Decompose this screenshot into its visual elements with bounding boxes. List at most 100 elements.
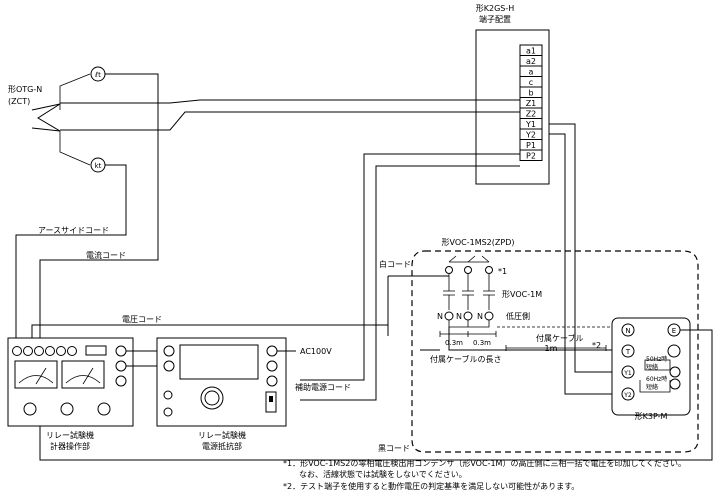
meter-knob-2[interactable] bbox=[60, 402, 74, 416]
note2-mark: *2 bbox=[592, 341, 601, 350]
ac-terminal-1 bbox=[266, 345, 278, 357]
short-50hz-line1: 50Hz時 bbox=[646, 355, 667, 363]
capacitor-1 bbox=[443, 274, 455, 310]
power-main-dial-inner bbox=[204, 390, 220, 406]
k3p-terminal-y1-label: Y1 bbox=[623, 370, 632, 377]
power-unit-label-2: 電源抵抗部 bbox=[202, 441, 242, 451]
hv-common-bus bbox=[448, 255, 490, 263]
meter-input-terminal-5[interactable] bbox=[56, 346, 66, 356]
attached-cable-label: 付属ケーブル bbox=[536, 333, 584, 343]
hv-terminal-3[interactable] bbox=[485, 266, 493, 274]
dim-03-b: 0.3m bbox=[473, 339, 491, 347]
meter-out-terminal-2 bbox=[115, 360, 127, 372]
power-small-knob-2[interactable] bbox=[163, 407, 173, 417]
meter-unit-terminals bbox=[12, 346, 77, 356]
hv-terminal-2[interactable] bbox=[464, 266, 472, 274]
zct-terminal-lt-label: ℓt bbox=[94, 71, 101, 79]
inter-unit-wires bbox=[126, 350, 160, 367]
note-2: *2．テスト端子を使用すると動作電圧の判定基準を満足しない可能性があります。 bbox=[283, 481, 579, 491]
k3p-terminal-y1[interactable] bbox=[621, 365, 635, 379]
terminal-label-a1: a1 bbox=[526, 47, 536, 56]
terminal-label-b: b bbox=[528, 89, 533, 98]
n-label-3: N bbox=[477, 312, 483, 321]
short-60hz-bracket bbox=[639, 380, 671, 393]
dim-line-03 bbox=[439, 331, 497, 337]
terminal-block-subtitle: 端子配置 bbox=[479, 14, 511, 24]
meter-knob-1[interactable] bbox=[23, 402, 37, 416]
meter-input-terminal-4[interactable] bbox=[45, 346, 55, 356]
cable-length-label: 付属ケーブルの長さ bbox=[430, 354, 502, 364]
capacitor-3 bbox=[483, 274, 495, 310]
voltage-cord-label: 電圧コード bbox=[122, 315, 162, 324]
terminal-label-p1: P1 bbox=[526, 141, 536, 150]
n-label-2: N bbox=[456, 312, 462, 321]
analog-meter-right-needle bbox=[65, 367, 101, 385]
hv-terminal-1[interactable] bbox=[445, 266, 453, 274]
aux-power-cord-label: 補助電源コード bbox=[295, 382, 351, 392]
terminal-cell-p2[interactable] bbox=[519, 149, 543, 161]
voc-title: 形VOC-1MS2(ZPD) bbox=[442, 238, 515, 247]
zct-core-symbol bbox=[31, 103, 61, 132]
wire-y1 bbox=[549, 123, 622, 373]
black-cord-wire bbox=[39, 329, 713, 461]
voc-1m-label: 形VOC-1M bbox=[502, 290, 542, 299]
k3p-m-relay: N E T Y1 Y2 50Hz時 短絡 60Hz時 短絡 形K3P-M bbox=[611, 317, 691, 421]
k3p-terminal-y2-label: Y2 bbox=[623, 392, 632, 399]
dim-03-a: 0.3m bbox=[445, 339, 463, 347]
power-in-terminal-2 bbox=[163, 360, 175, 372]
current-cord-upper-wire bbox=[100, 73, 159, 261]
terminal-label-p2: P2 bbox=[526, 152, 536, 161]
power-unit-display bbox=[179, 344, 259, 380]
wire-y2 bbox=[549, 133, 622, 395]
power-unit-label-1: リレー試験機 bbox=[198, 430, 246, 440]
terminal-label-a2: a2 bbox=[526, 57, 536, 66]
meter-unit-label-2: 計器操作部 bbox=[50, 441, 90, 451]
current-cord-lower-wire bbox=[39, 259, 100, 340]
short-60hz-line2: 短絡 bbox=[646, 383, 658, 391]
note1-mark: *1 bbox=[498, 267, 507, 276]
terminal-label-y1: Y1 bbox=[525, 120, 536, 129]
n-terminal-1[interactable] bbox=[444, 311, 454, 321]
relay-tester-power-unit: リレー試験機 電源抵抗部 bbox=[156, 337, 287, 451]
capacitor-2 bbox=[462, 274, 474, 310]
k3p-terminal-y2[interactable] bbox=[621, 387, 635, 401]
attached-cable-length: 1m bbox=[545, 344, 558, 353]
wire-z2 bbox=[60, 111, 520, 131]
zct: 形OTG-N (ZCT) ℓt kt bbox=[8, 66, 106, 173]
k3p-terminal-n-label: N bbox=[625, 327, 630, 335]
zct-model-label: 形OTG-N bbox=[8, 85, 42, 94]
k3p-terminal-t[interactable] bbox=[621, 344, 635, 358]
meter-input-terminal-1[interactable] bbox=[12, 346, 22, 356]
terminal-label-y2: Y2 bbox=[525, 131, 536, 140]
power-switch-lever bbox=[269, 396, 273, 402]
low-side-label: 低圧側 bbox=[506, 311, 530, 321]
meter-knob-3[interactable] bbox=[97, 402, 111, 416]
wire-p2 bbox=[300, 165, 520, 401]
wire-p1-aux-power bbox=[300, 153, 520, 381]
meter-input-terminal-2[interactable] bbox=[23, 346, 33, 356]
k3p-short-terminal-2[interactable] bbox=[669, 378, 681, 390]
k3p-aux-terminal[interactable] bbox=[667, 344, 681, 358]
relay-tester-meter-unit: リレー試験機 計器操作部 bbox=[7, 337, 134, 451]
aux-terminal-1 bbox=[266, 375, 278, 387]
zct-lead-wires bbox=[59, 73, 91, 166]
analog-meter-left bbox=[14, 360, 58, 389]
n-terminal-2[interactable] bbox=[463, 311, 473, 321]
terminal-label-z1: Z1 bbox=[526, 99, 537, 108]
analog-meter-left-needle bbox=[18, 367, 54, 385]
meter-unit-label-1: リレー試験機 bbox=[46, 430, 94, 440]
zct-type-label: (ZCT) bbox=[8, 97, 30, 106]
voc-dashed-enclosure bbox=[411, 250, 699, 453]
black-cord-label: 黒コード bbox=[378, 444, 410, 453]
power-small-knob-1[interactable] bbox=[163, 390, 173, 400]
k3p-terminal-n[interactable] bbox=[621, 323, 635, 337]
meter-input-terminal-3[interactable] bbox=[34, 346, 44, 356]
earth-side-cord-wire bbox=[15, 164, 127, 340]
k3p-short-terminal-1[interactable] bbox=[669, 366, 681, 378]
current-cord-label: 電流コード bbox=[86, 250, 126, 260]
n-terminal-3[interactable] bbox=[484, 311, 494, 321]
meter-input-terminal-6[interactable] bbox=[67, 346, 77, 356]
meter-unit-window bbox=[85, 345, 107, 356]
